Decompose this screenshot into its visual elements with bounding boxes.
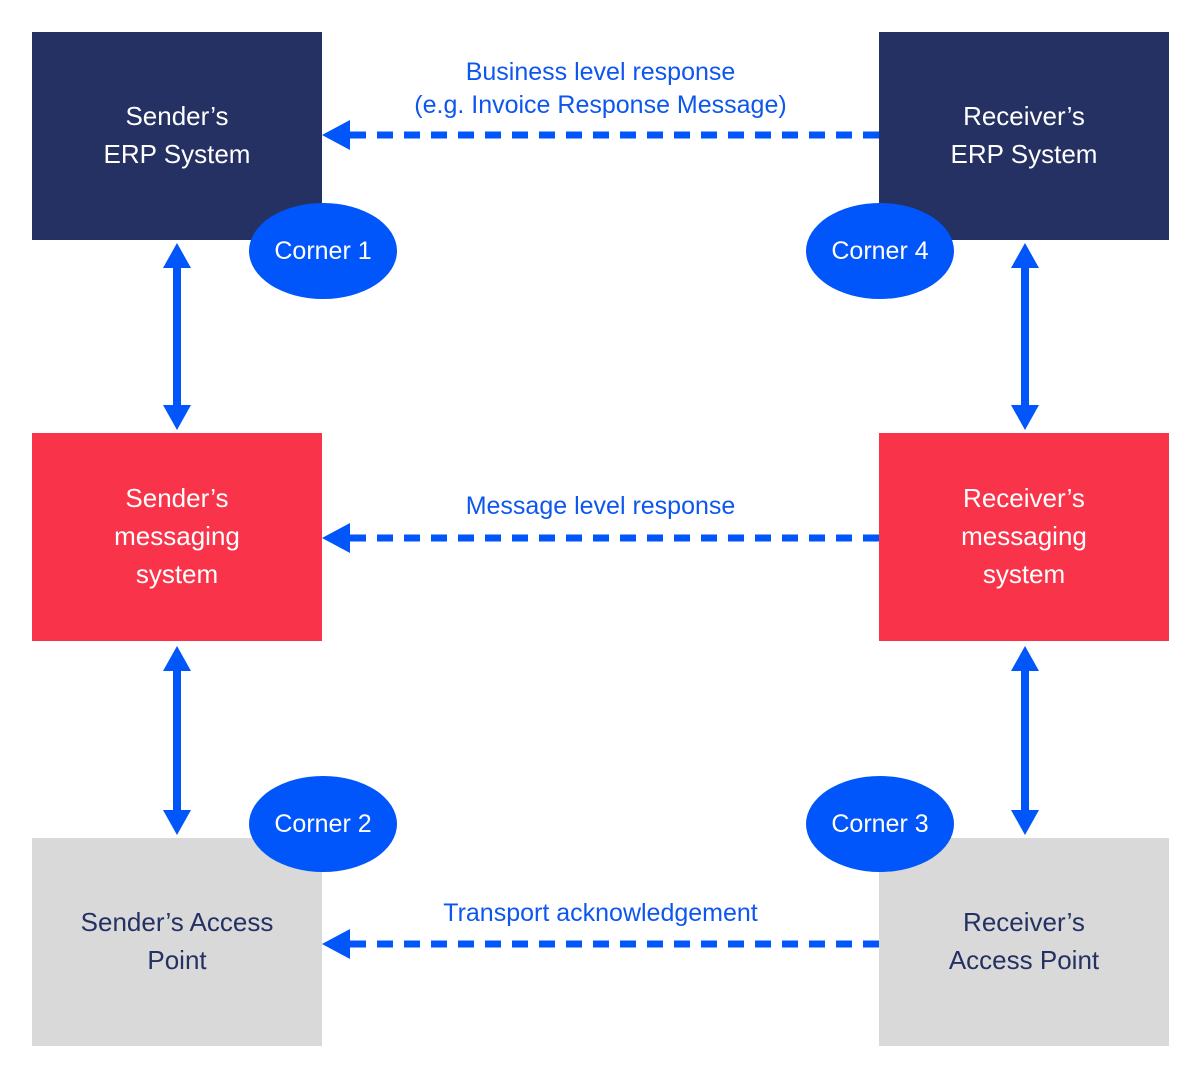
box-sender-access-point: Sender’s Access Point	[32, 838, 322, 1046]
box-sender-messaging-system-label: Sender’s messaging system	[114, 483, 240, 589]
box-sender-erp-system-label: Sender’s ERP System	[103, 101, 251, 169]
arrow-sender-messaging-to-access-point	[163, 646, 191, 835]
badge-corner-4-label: Corner 4	[831, 236, 929, 265]
badge-corner-1: Corner 1	[249, 203, 397, 299]
box-receiver-access-point-label: Receiver’s Access Point	[948, 907, 1100, 975]
arrow-business-level-response	[322, 120, 880, 150]
box-receiver-messaging-system: Receiver’s messaging system	[879, 433, 1169, 641]
badge-corner-3-label: Corner 3	[831, 809, 929, 838]
arrow-receiver-erp-to-messaging	[1011, 243, 1039, 430]
arrow-message-level-response	[322, 523, 880, 553]
box-sender-access-point-label: Sender’s Access Point	[80, 907, 274, 975]
arrow-transport-acknowledgement	[322, 929, 880, 959]
label-transport-acknowledgement: Transport acknowledgement	[443, 899, 758, 927]
badge-corner-1-label: Corner 1	[274, 236, 372, 265]
badge-corner-4: Corner 4	[806, 203, 954, 299]
box-sender-messaging-system: Sender’s messaging system	[32, 433, 322, 641]
box-receiver-erp-system-label: Receiver’s ERP System	[950, 101, 1098, 169]
badge-corner-2-label: Corner 2	[274, 809, 372, 838]
badge-corner-3: Corner 3	[806, 776, 954, 872]
box-receiver-access-point: Receiver’s Access Point	[879, 838, 1169, 1046]
box-receiver-erp-system: Receiver’s ERP System	[879, 32, 1169, 240]
box-sender-erp-system: Sender’s ERP System	[32, 32, 322, 240]
arrow-receiver-messaging-to-access-point	[1011, 646, 1039, 835]
badge-corner-2: Corner 2	[249, 776, 397, 872]
arrow-sender-erp-to-messaging	[163, 243, 191, 430]
label-business-level-response: Business level response (e.g. Invoice Re…	[414, 58, 787, 119]
box-receiver-messaging-system-label: Receiver’s messaging system	[961, 483, 1087, 589]
label-message-level-response: Message level response	[465, 492, 736, 520]
